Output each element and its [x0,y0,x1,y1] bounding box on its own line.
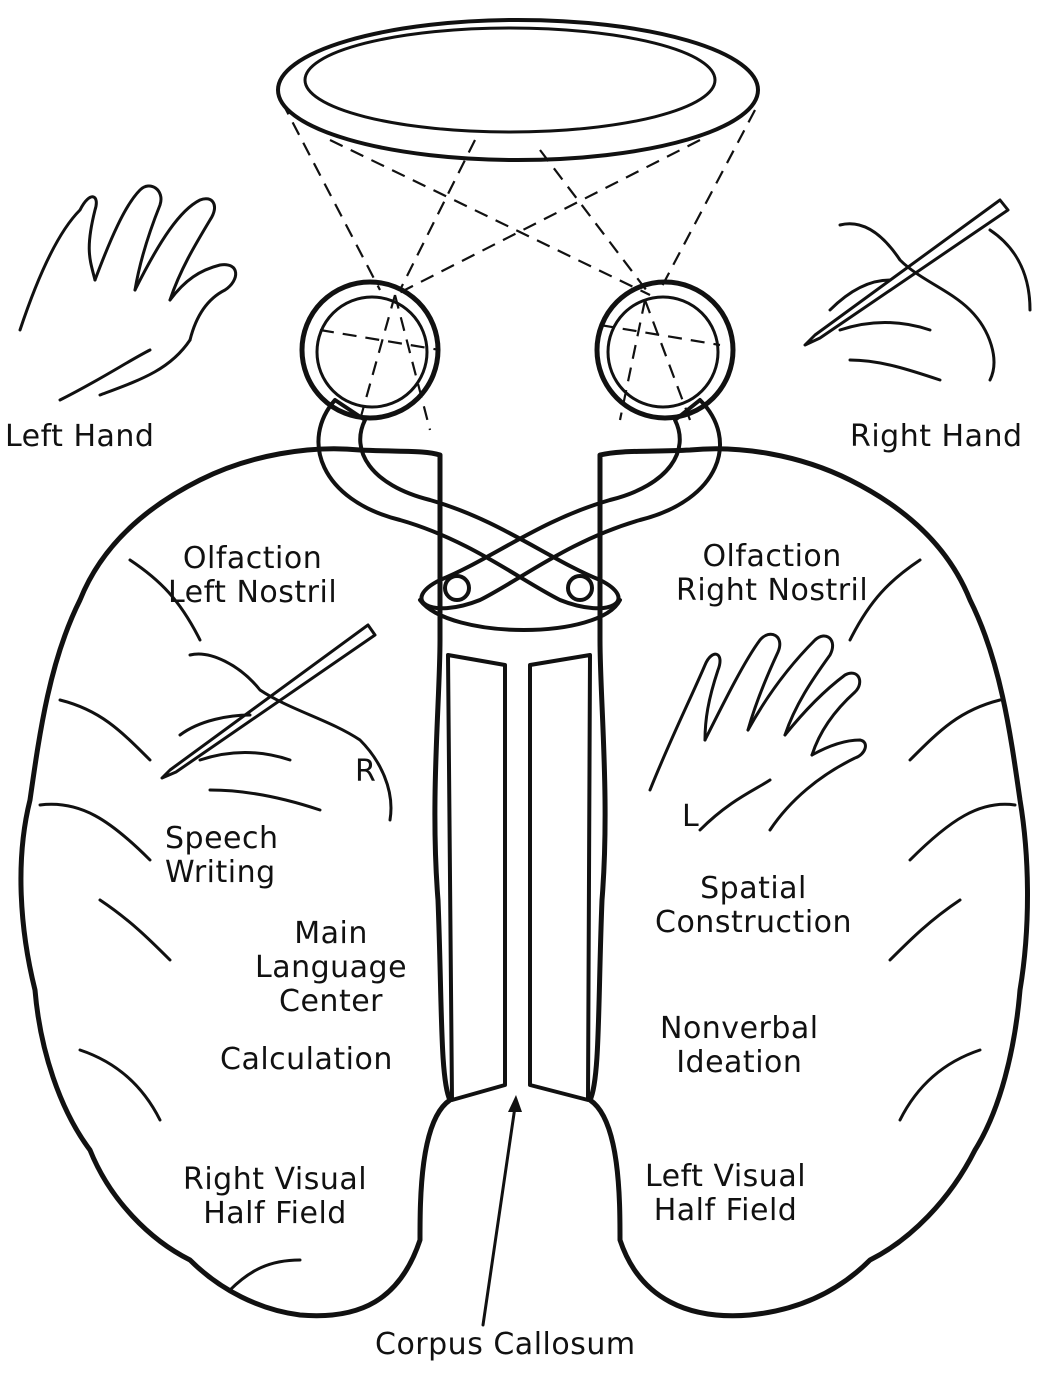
label-left-hand: Left Hand [5,420,154,454]
optic-chiasm [318,400,720,630]
label-r-marker: R [355,755,376,789]
label-l-marker: L [682,800,699,834]
left-eye [302,282,438,418]
writing-hand-illustration [162,625,391,820]
label-spatial-construction: Spatial Construction [655,872,852,940]
visual-field-disc [278,20,758,160]
corpus-callosum-band [448,655,590,1100]
label-right-hand: Right Hand [850,420,1023,454]
label-main-language-center: Main Language Center [255,917,407,1019]
left-hand-illustration [20,186,236,400]
right-eye [597,282,733,418]
label-nonverbal-ideation: Nonverbal Ideation [660,1012,819,1080]
label-olfaction-left: Olfaction Left Nostril [168,542,337,610]
label-calculation: Calculation [220,1043,393,1077]
label-right-visual-half-field: Right Visual Half Field [183,1163,367,1231]
label-olfaction-right: Olfaction Right Nostril [676,540,868,608]
left-olfactory-bulb [445,576,469,600]
label-corpus-callosum: Corpus Callosum [375,1328,636,1362]
right-olfactory-bulb [568,576,592,600]
corpus-callosum-pointer [483,1095,522,1325]
label-speech-writing: Speech Writing [165,822,279,890]
label-left-visual-half-field: Left Visual Half Field [645,1160,806,1228]
visual-projection-lines [282,102,755,430]
right-hand-illustration [805,200,1030,380]
